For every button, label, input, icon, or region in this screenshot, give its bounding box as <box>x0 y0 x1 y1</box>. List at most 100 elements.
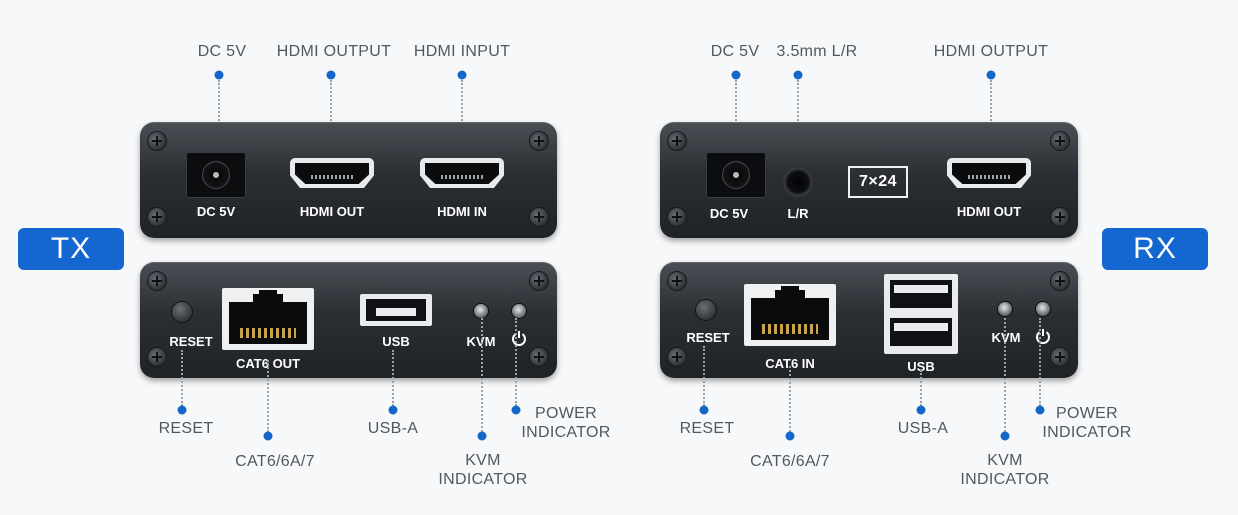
rx-front-label-audio: L/R <box>787 206 809 221</box>
tx-callout-kvm: KVM INDICATOR <box>438 451 527 489</box>
tx-power-led <box>512 304 526 318</box>
tx-line-cat <box>267 360 269 432</box>
tx-front-panel: DC 5V HDMI OUT HDMI IN <box>140 122 557 238</box>
tx-dc-jack[interactable] <box>186 152 246 198</box>
tx-reset-button[interactable] <box>172 302 192 322</box>
rx-kvm-led <box>998 302 1012 316</box>
tx-callout-power: POWER INDICATOR <box>521 404 610 442</box>
rx-callout-kvm: KVM INDICATOR <box>960 451 1049 489</box>
tx-dot-power <box>511 405 521 415</box>
screw-icon <box>1051 348 1069 366</box>
tx-line-power <box>515 318 517 406</box>
rx-callout-power-line2: INDICATOR <box>1042 424 1132 441</box>
rx-callout-usb: USB-A <box>897 420 949 437</box>
tx-callout-kvm-line1: KVM <box>465 452 501 469</box>
tx-dot-hdmi-out <box>326 70 336 80</box>
rx-callout-kvm-line2: INDICATOR <box>960 471 1050 488</box>
rx-line-power <box>1039 318 1041 406</box>
tx-front-label-hdmi-in: HDMI IN <box>437 204 487 219</box>
rx-callout-audio: 3.5mm L/R <box>776 43 858 60</box>
rx-audio-jack[interactable] <box>782 166 814 198</box>
rx-back-label-usb: USB <box>907 359 935 374</box>
tx-front-label-dc: DC 5V <box>196 204 236 219</box>
rx-dot-kvm <box>1000 431 1010 441</box>
screw-icon <box>1051 132 1069 150</box>
rx-power-led <box>1036 302 1050 316</box>
screw-icon <box>148 272 166 290</box>
tx-dot-hdmi-in <box>457 70 467 80</box>
rx-dot-dc <box>731 70 741 80</box>
screw-icon <box>668 272 686 290</box>
rx-callout-power: POWER INDICATOR <box>1042 404 1131 442</box>
screw-icon <box>148 208 166 226</box>
tx-callout-power-line1: POWER <box>535 405 597 422</box>
rx-callout-kvm-line1: KVM <box>987 452 1023 469</box>
tx-back-label-usb: USB <box>382 334 410 349</box>
tx-dot-dc <box>214 70 224 80</box>
screw-icon <box>668 208 686 226</box>
screw-icon <box>1051 208 1069 226</box>
tx-callout-hdmi-output: HDMI OUTPUT <box>276 43 392 60</box>
tx-back-panel: RESET CAT6 OUT USB KVM <box>140 262 557 378</box>
tx-tag: TX <box>18 228 124 270</box>
tx-dot-reset <box>177 405 187 415</box>
power-icon <box>512 331 526 346</box>
tx-dot-kvm <box>477 431 487 441</box>
rx-tag: RX <box>1102 228 1208 270</box>
rx-line-kvm <box>1004 318 1006 432</box>
rx-dot-hdmi-out <box>986 70 996 80</box>
tx-callout-kvm-line2: INDICATOR <box>438 471 528 488</box>
rx-dot-audio <box>793 70 803 80</box>
tx-usb-port[interactable] <box>360 294 432 326</box>
tx-hdmi-out-port[interactable] <box>290 158 374 188</box>
rx-7x24-badge: 7×24 <box>848 166 908 198</box>
tx-callout-power-line2: INDICATOR <box>521 424 611 441</box>
tx-kvm-led <box>474 304 488 318</box>
power-icon <box>1036 329 1050 344</box>
rx-dot-power <box>1035 405 1045 415</box>
rx-reset-button[interactable] <box>696 300 716 320</box>
rx-dc-jack[interactable] <box>706 152 766 198</box>
rx-back-panel: RESET CAT6 IN USB KVM <box>660 262 1078 378</box>
tx-line-kvm <box>481 318 483 432</box>
rx-line-reset <box>703 346 705 406</box>
rx-callout-hdmi-output: HDMI OUTPUT <box>933 43 1049 60</box>
screw-icon <box>530 348 548 366</box>
rx-back-label-cat6-in: CAT6 IN <box>765 356 815 371</box>
tx-front-label-hdmi-out: HDMI OUT <box>299 204 365 219</box>
tx-cat6-out-port[interactable] <box>222 288 314 350</box>
rx-front-label-dc: DC 5V <box>709 206 749 221</box>
screw-icon <box>530 208 548 226</box>
rx-callout-cat: CAT6/6A/7 <box>750 453 830 470</box>
tx-callout-cat: CAT6/6A/7 <box>235 453 315 470</box>
rx-usb-ports[interactable] <box>884 274 958 354</box>
rx-callout-dc: DC 5V <box>710 43 760 60</box>
tx-dot-usb <box>388 405 398 415</box>
rx-back-label-kvm: KVM <box>991 330 1021 345</box>
tx-line-usb <box>392 350 394 406</box>
screw-icon <box>668 348 686 366</box>
tx-hdmi-in-port[interactable] <box>420 158 504 188</box>
rx-dot-reset <box>699 405 709 415</box>
tx-back-label-reset: RESET <box>169 334 213 349</box>
rx-line-usb <box>920 370 922 406</box>
rx-front-label-hdmi-out: HDMI OUT <box>956 204 1022 219</box>
screw-icon <box>148 348 166 366</box>
tx-dot-cat <box>263 431 273 441</box>
tx-callout-dc: DC 5V <box>197 43 247 60</box>
rx-line-cat <box>789 366 791 432</box>
rx-hdmi-out-port[interactable] <box>947 158 1031 188</box>
rx-callout-power-line1: POWER <box>1056 405 1118 422</box>
screw-icon <box>530 132 548 150</box>
rx-dot-cat <box>785 431 795 441</box>
rx-cat6-in-port[interactable] <box>744 284 836 346</box>
rx-dot-usb <box>916 405 926 415</box>
tx-callout-usb: USB-A <box>367 420 419 437</box>
rx-front-panel: 7×24 DC 5V L/R HDMI OUT <box>660 122 1078 238</box>
tx-callout-hdmi-input: HDMI INPUT <box>413 43 511 60</box>
rx-callout-reset: RESET <box>679 420 735 437</box>
screw-icon <box>148 132 166 150</box>
rx-back-label-reset: RESET <box>686 330 730 345</box>
screw-icon <box>530 272 548 290</box>
tx-line-reset <box>181 350 183 406</box>
